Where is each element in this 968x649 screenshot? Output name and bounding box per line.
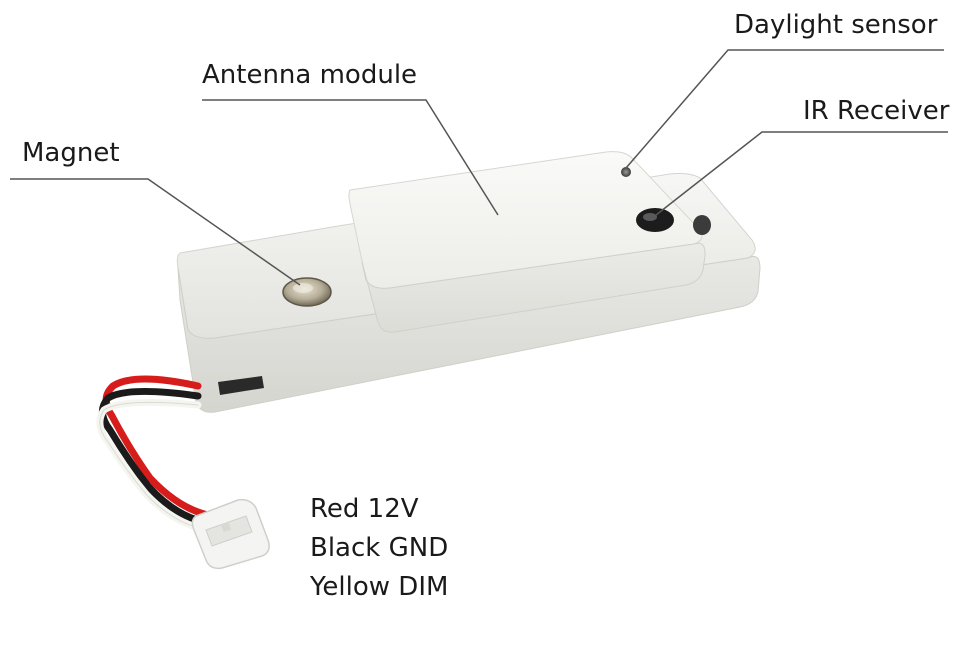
leader-ir (655, 131, 948, 216)
wire-connector (191, 498, 270, 570)
wire-legend-yellow: Yellow DIM (310, 572, 449, 602)
antenna-block-front (361, 242, 706, 333)
ir-receiver-lens (636, 208, 674, 232)
ir-receiver-side (693, 215, 711, 235)
magnet-label: Magnet (22, 138, 120, 168)
daylight-sensor-dot (621, 167, 631, 177)
wire-legend-red: Red 12V (310, 494, 419, 524)
leader-magnet (10, 178, 301, 286)
cable-wires (96, 375, 212, 533)
callout-leaders (10, 49, 948, 286)
housing-slot (218, 376, 264, 395)
daylight-sensor-label: Daylight sensor (734, 10, 938, 40)
wire-legend-black: Black GND (310, 533, 449, 563)
wire-legend: Red 12V Black GND Yellow DIM (310, 490, 448, 607)
leader-daylight (625, 49, 944, 169)
leader-antenna (202, 99, 499, 216)
ir-receiver-label: IR Receiver (803, 96, 950, 126)
antenna-module-label: Antenna module (202, 60, 418, 90)
